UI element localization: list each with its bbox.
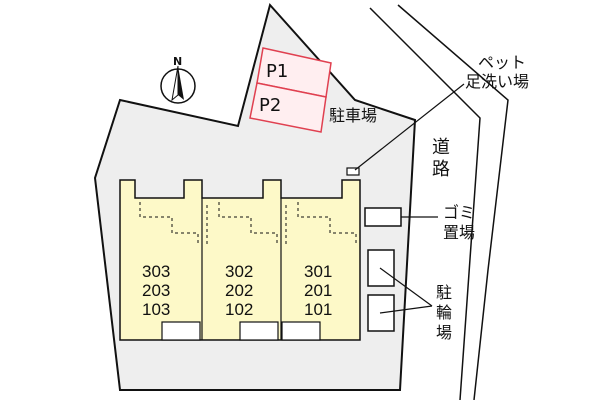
bicycle-parking-leader-lower: [379, 305, 433, 314]
bicycle-parking-label-char-2: 輪: [436, 303, 452, 322]
dashed-outline-col1: [139, 202, 199, 245]
pet-foot-wash-leader: [354, 83, 465, 171]
unit-column-1: 303 203 103: [142, 262, 170, 319]
parking-space-p2: [249, 82, 327, 133]
unit-column-2: 302 202 102: [225, 262, 253, 319]
pet-foot-wash-label-line2: 足洗い場: [465, 72, 529, 91]
unit-label: 101: [304, 300, 332, 319]
unit-label: 301: [304, 262, 332, 281]
garbage-station-label-line2: 置場: [443, 223, 475, 242]
entrance-col3: [281, 321, 321, 341]
pet-foot-wash-marker: [346, 167, 360, 176]
parking-space-label-p2: P2: [259, 95, 281, 116]
bicycle-parking-leader-upper: [379, 267, 433, 307]
unit-label: 302: [225, 262, 253, 281]
unit-label: 202: [225, 281, 253, 300]
unit-column-3: 301 201 101: [304, 262, 332, 319]
north-arrow: N: [160, 55, 196, 104]
compass-north-label: N: [173, 55, 182, 68]
dashed-outline-col2: [218, 202, 278, 245]
unit-label: 303: [142, 262, 170, 281]
entrance-col1: [161, 321, 201, 341]
road-label-char-2: 路: [432, 159, 450, 180]
compass-needle-dark: [178, 66, 184, 100]
interior-dashed-lines: [139, 202, 357, 245]
road-label-char-1: 道: [432, 137, 450, 158]
unit-label: 203: [142, 281, 170, 300]
garbage-station-box: [364, 207, 402, 227]
unit-label: 103: [142, 300, 170, 319]
unit-label: 201: [304, 281, 332, 300]
bicycle-parking-label-char-3: 場: [436, 323, 452, 342]
entrance-col2: [239, 321, 279, 341]
parking-space-label-p1: P1: [266, 61, 288, 82]
apartment-building: [119, 179, 361, 341]
road-edge-line-2: [397, 4, 509, 400]
bicycle-parking-label-char-1: 駐: [436, 283, 452, 302]
pet-foot-wash-label-line1: ペット: [478, 53, 526, 72]
parking-label: 駐車場: [329, 106, 377, 125]
road-edge-line-1: [369, 7, 481, 400]
parking-area: P1 P2: [249, 47, 332, 133]
unit-label: 102: [225, 300, 253, 319]
dashed-outline-col3: [297, 202, 357, 245]
garbage-station-label-line1: ゴミ: [443, 203, 475, 222]
